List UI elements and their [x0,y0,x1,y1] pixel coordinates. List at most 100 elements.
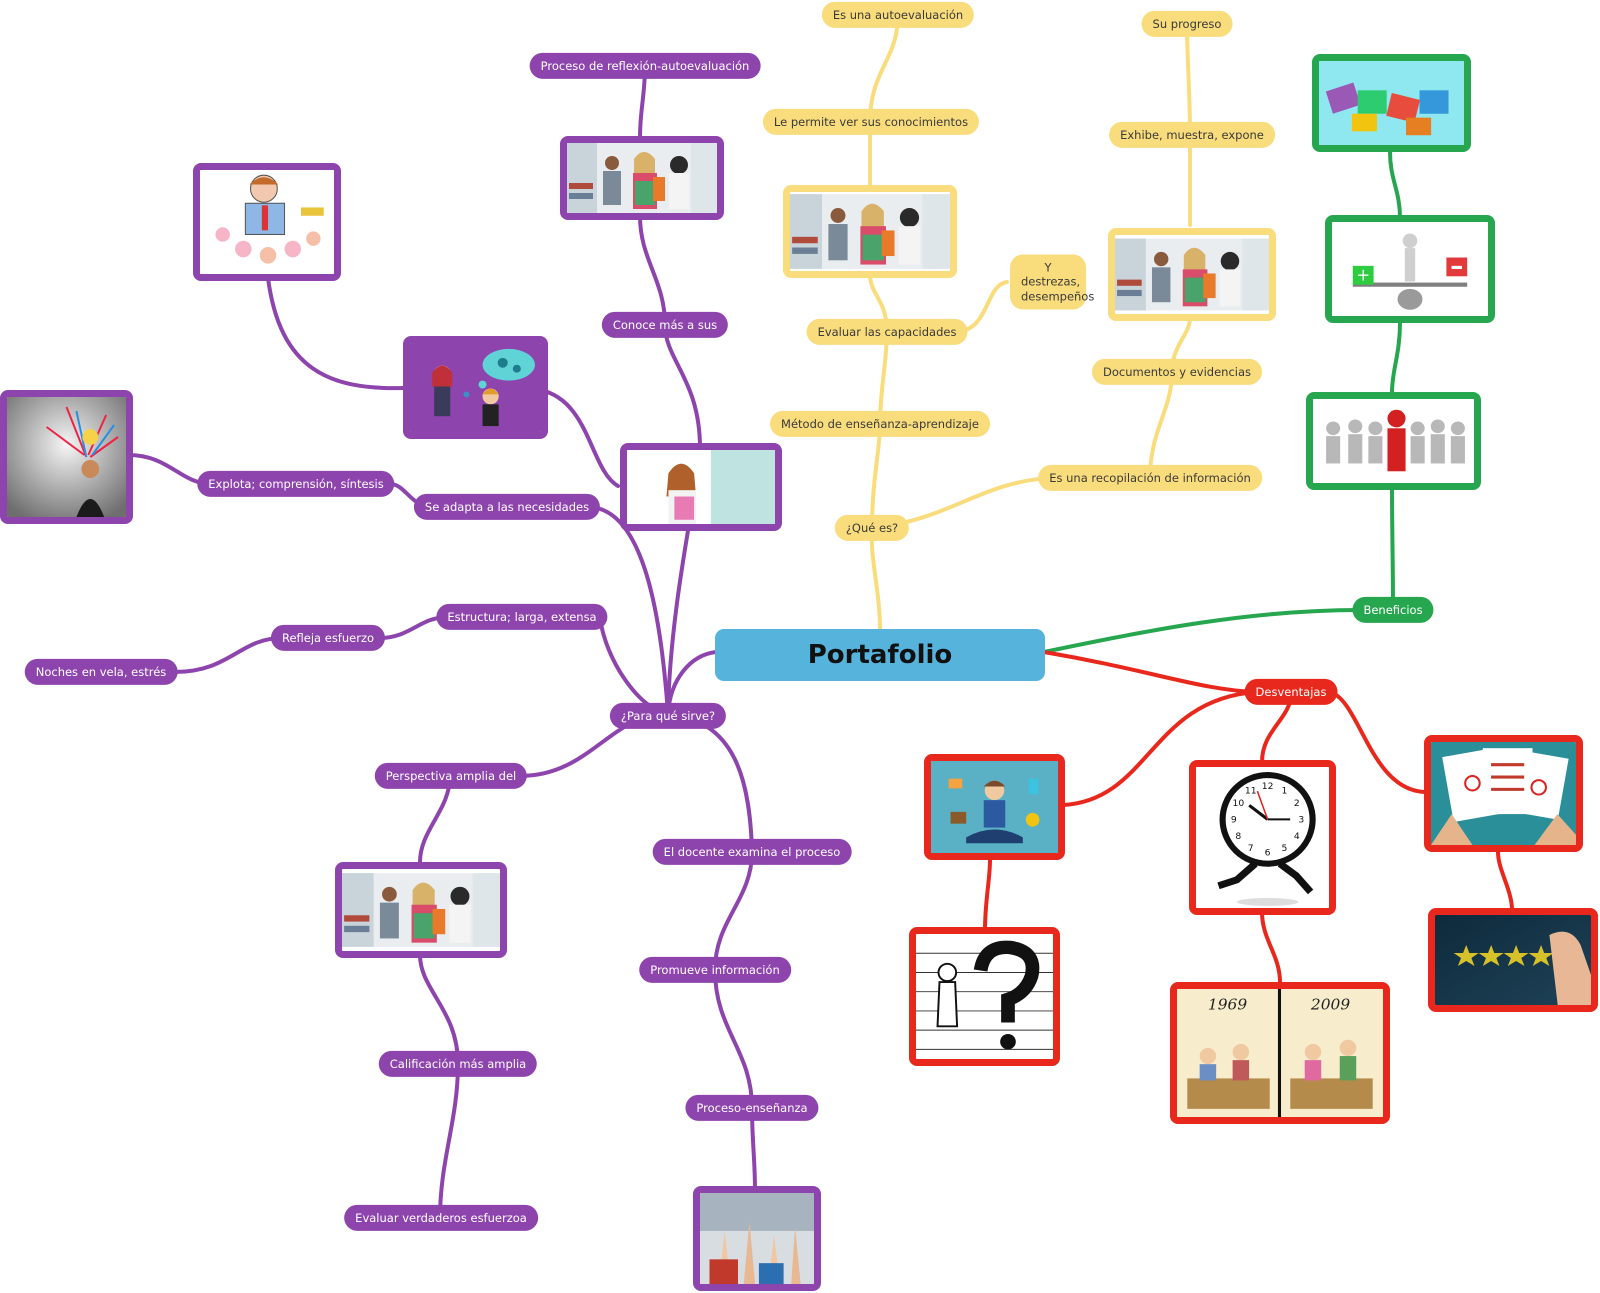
clock-number: 3 [1298,815,1304,825]
kids-thinking-image [403,336,548,439]
node-se-adapta[interactable]: Se adapta a las necesidades [413,493,601,521]
students-photo-icon [790,192,950,271]
link-que-es-metodo [870,422,882,530]
link-perspectiva-photo [418,774,452,864]
link-promueve-proceso [713,968,754,1110]
node-para-que[interactable]: ¿Para qué sirve? [609,702,727,730]
clock-number: 8 [1235,832,1241,842]
node-evaluar-capacidades[interactable]: Evaluar las capacidades [806,318,968,346]
kids-thinking-icon [410,343,541,432]
hands-raised-icon [700,1193,814,1284]
root-node[interactable]: Portafolio [715,629,1045,681]
clock-number: 2 [1294,799,1300,809]
node-refleja[interactable]: Refleja esfuerzo [270,624,386,652]
link-manager-shadow [983,858,992,932]
node-que-es[interactable]: ¿Qué es? [834,514,910,542]
node-metodo[interactable]: Método de enseñanza-aprendizaje [770,410,990,438]
cartoon-year-right: 2009 [1310,995,1351,1013]
node-exhibe[interactable]: Exhibe, muestra, expone [1109,121,1275,149]
documents-check-icon [1431,742,1576,845]
node-perspectiva[interactable]: Perspectiva amplia del [374,762,528,790]
businessman-image [924,754,1065,860]
link-docs-stars [1496,850,1514,912]
clock-number: 1 [1282,787,1288,797]
documents-check-image [1424,735,1583,852]
link-root-desventajas [1042,650,1258,694]
link-calificacion-evaluar [438,1062,460,1220]
node-desventajas[interactable]: Desventajas [1244,678,1338,706]
node-beneficios[interactable]: Beneficios [1352,596,1434,624]
link-ver-auto [868,13,900,124]
link-tutor-kids [538,388,620,488]
node-calificacion[interactable]: Calificación más amplia [378,1050,538,1078]
link-exhibe-progreso [1185,22,1192,137]
clock-number: 5 [1282,844,1288,854]
node-autoevaluacion[interactable]: Es una autoevaluación [821,1,975,29]
students-photo-icon [1115,235,1269,314]
node-evaluar-esfuerzos[interactable]: Evaluar verdaderos esfuerzoa [344,1204,538,1232]
students-photo-icon [342,869,500,951]
link-photo-calificacion [418,953,460,1066]
link-tutor-conoce [663,323,702,450]
node-destrezas[interactable]: Y destrezas, desempeños [1010,254,1094,310]
node-noches[interactable]: Noches en vela, estrés [24,658,178,686]
rating-stars-icon [1435,915,1591,1005]
woman-ideas-icon [7,397,126,517]
puzzle-icon [1319,61,1464,145]
link-conoce-photo [638,214,667,327]
clock-number: 12 [1262,782,1274,792]
tutor-woman-icon [627,450,775,524]
link-beneficios-people [1390,485,1395,612]
node-docente[interactable]: El docente examina el proceso [652,838,852,866]
leader-people-icon [1313,399,1474,483]
link-people-balance [1390,320,1402,394]
cartoon-year-left: 1969 [1208,995,1248,1013]
clock-number: 10 [1232,799,1244,809]
link-desv-manager [1061,690,1258,807]
link-balance-puzzle [1388,150,1402,220]
node-recopilacion[interactable]: Es una recopilación de información [1038,464,1262,492]
node-promueve[interactable]: Promueve información [639,956,791,984]
link-kids-boy [266,276,405,391]
node-conoce-mas[interactable]: Conoce más a sus [601,311,729,339]
classroom-cartoon-image: 1969 2009 [1170,982,1390,1124]
businessman-icon [931,761,1058,853]
clock-number: 9 [1231,815,1237,825]
clock-number: 6 [1265,849,1271,859]
node-ver-conocimientos[interactable]: Le permite ver sus conocimientos [762,108,980,136]
link-clock-cartoon [1260,910,1282,984]
root-label: Portafolio [807,640,953,670]
node-proceso-ensenanza[interactable]: Proceso-enseñanza [685,1094,819,1122]
link-para-que-docente [666,712,754,854]
balance-icon: + [1332,222,1488,316]
boy-drawing-icon [200,170,334,274]
boy-drawing-image [193,163,341,281]
link-desv-docs [1328,690,1427,794]
clock-number: 11 [1245,787,1257,797]
hands-raised-image [693,1186,821,1291]
students-photo-icon [567,143,717,213]
question-shadow-image [909,927,1060,1066]
link-root-beneficios [1042,608,1362,654]
clock-number: 4 [1294,832,1300,842]
students-photo-yellow-1 [783,185,957,278]
tutor-woman-photo [620,443,782,531]
link-para-que-adapta [588,505,670,716]
rating-stars-image [1428,908,1598,1012]
node-proceso-reflexion[interactable]: Proceso de reflexión-autoevaluación [529,52,761,80]
students-photo-yellow-2 [1108,228,1276,321]
question-shadow-icon [916,934,1053,1059]
leader-people-image [1306,392,1481,490]
students-photo-purple-1 [560,136,724,220]
woman-ideas-image [0,390,133,524]
link-docente-promueve [713,850,754,972]
link-root-que-es [869,526,882,632]
classroom-cartoon-icon: 1969 2009 [1177,989,1383,1117]
node-explota[interactable]: Explota; comprensión, síntesis [197,470,395,498]
node-estructura[interactable]: Estructura; larga, extensa [436,603,608,631]
svg-text:+: + [1356,265,1370,284]
node-documentos[interactable]: Documentos y evidencias [1091,358,1263,386]
clock-number: 7 [1248,844,1254,854]
node-su-progreso[interactable]: Su progreso [1141,10,1233,38]
